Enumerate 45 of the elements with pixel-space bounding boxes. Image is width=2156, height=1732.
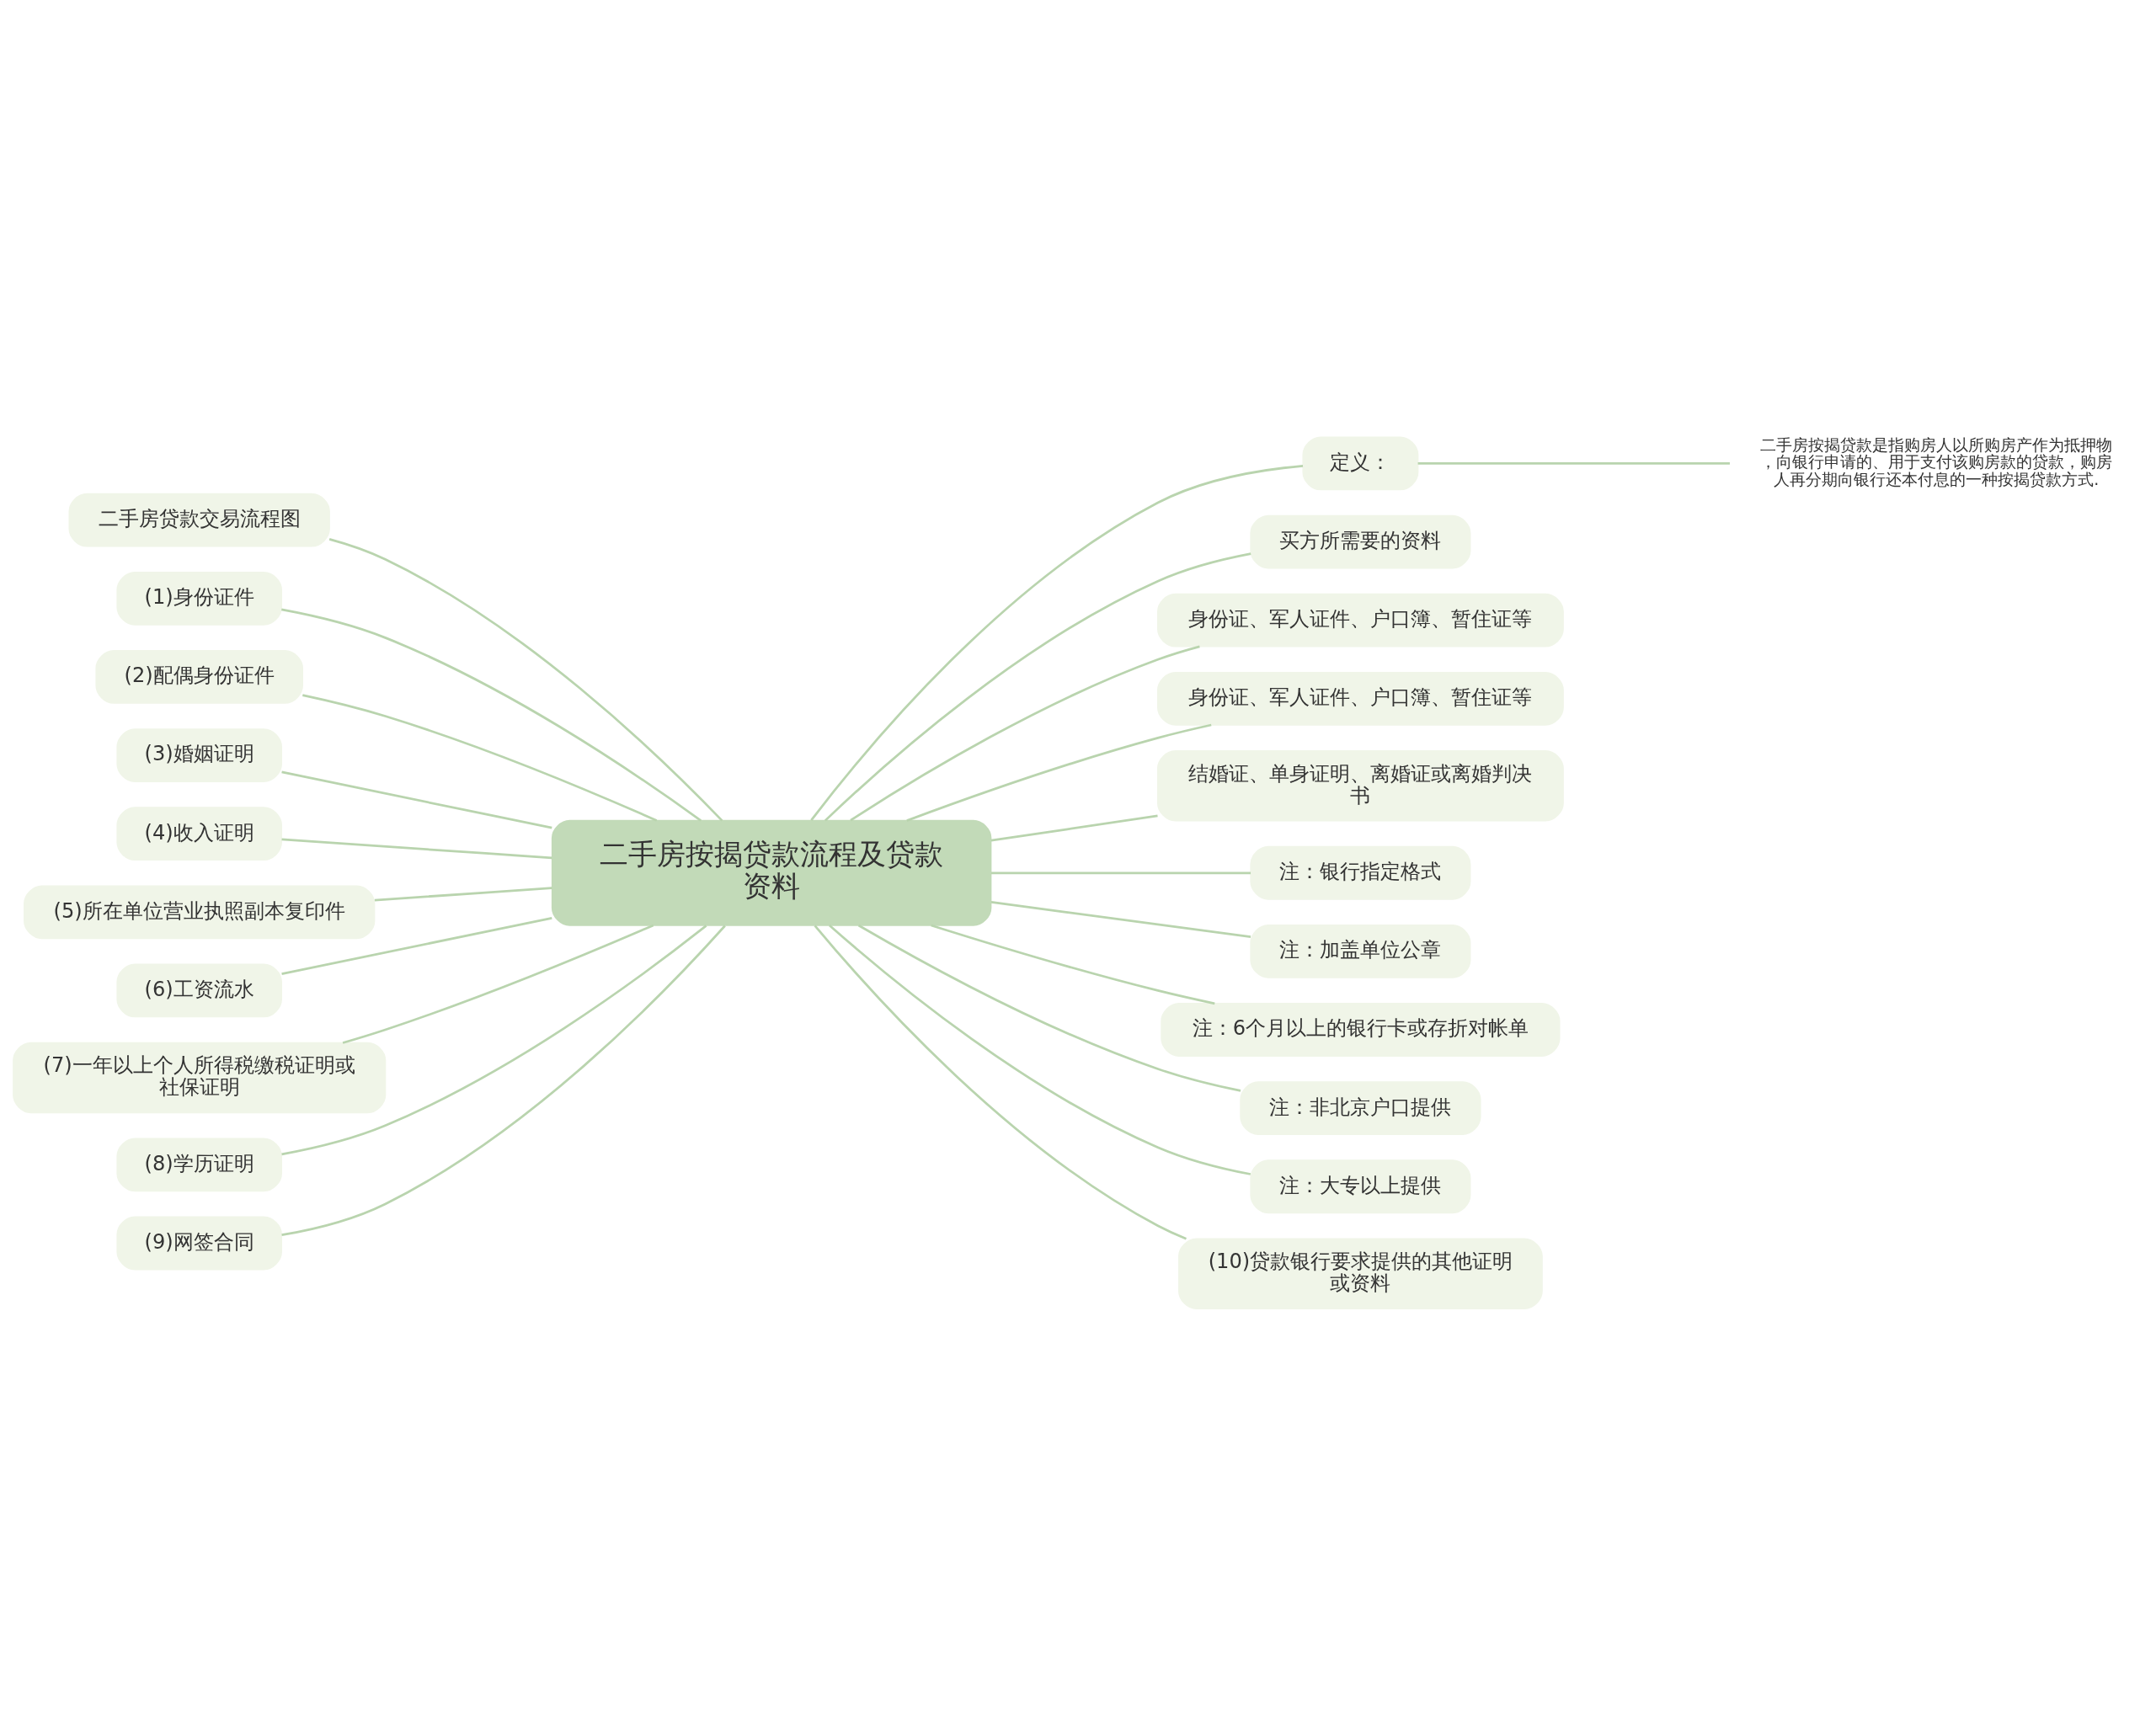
node-box: (1)身份证件 bbox=[116, 571, 282, 626]
node-box: 定义： bbox=[1302, 436, 1419, 490]
connector bbox=[281, 925, 726, 1236]
node-box: 注：加盖单位公章 bbox=[1250, 924, 1471, 978]
connector bbox=[281, 770, 552, 829]
node-box: 注：非北京户口提供 bbox=[1240, 1080, 1481, 1135]
connector bbox=[281, 924, 707, 1155]
connector bbox=[328, 537, 723, 822]
node-text: 二手房按揭贷款是指购房人以所购房产作为抵押物，向银行申请的、用于支付该购房款的贷款，购房人再分期向银行还本付息的一种按揭贷款方式. bbox=[1760, 434, 2113, 488]
node-box: (3)婚姻证明 bbox=[116, 727, 282, 782]
node-box: 二手房按揭贷款流程及贷款资料 bbox=[551, 819, 992, 926]
connector bbox=[281, 608, 702, 822]
connector bbox=[810, 464, 1304, 821]
node-box: 买方所需要的资料 bbox=[1250, 514, 1471, 568]
node-box: 身份证、军人证件、户口簿、暂住证等 bbox=[1157, 593, 1564, 648]
connector bbox=[824, 552, 1251, 822]
node-box: (4)收入证明 bbox=[116, 806, 282, 861]
node-box: (8)学历证明 bbox=[116, 1138, 282, 1191]
node-box: (10)贷款银行要求提供的其他证明或资料 bbox=[1178, 1237, 1543, 1309]
connector bbox=[1417, 461, 1730, 465]
connector bbox=[814, 924, 1187, 1240]
connector bbox=[850, 645, 1200, 821]
node-box: 身份证、军人证件、户口簿、暂住证等 bbox=[1157, 671, 1564, 726]
node-box: (7)一年以上个人所得税缴税证明或社保证明 bbox=[13, 1042, 387, 1113]
connector bbox=[374, 886, 552, 901]
connector bbox=[990, 900, 1251, 938]
connector bbox=[342, 924, 654, 1044]
connector bbox=[990, 814, 1158, 842]
node-box: 结婚证、单身证明、离婚证或离婚判决书 bbox=[1157, 749, 1564, 822]
connector bbox=[281, 837, 552, 859]
connector bbox=[829, 924, 1251, 1175]
connector bbox=[302, 693, 658, 822]
node-box: 注：银行指定格式 bbox=[1250, 845, 1471, 900]
connector bbox=[990, 871, 1251, 874]
node-box: (2)配偶身份证件 bbox=[95, 649, 303, 704]
connector bbox=[906, 723, 1212, 822]
node-box: 注：大专以上提供 bbox=[1250, 1159, 1471, 1213]
connector bbox=[281, 916, 552, 975]
node-box: (6)工资流水 bbox=[116, 963, 282, 1017]
connector bbox=[931, 924, 1215, 1005]
node-box: (5)所在单位营业执照副本复印件 bbox=[24, 884, 376, 939]
connector bbox=[857, 924, 1241, 1092]
node-box: 二手房贷款交易流程图 bbox=[68, 493, 330, 547]
node-box: 注：6个月以上的银行卡或存折对帐单 bbox=[1161, 1002, 1561, 1057]
node-box: (9)网签合同 bbox=[116, 1216, 282, 1270]
